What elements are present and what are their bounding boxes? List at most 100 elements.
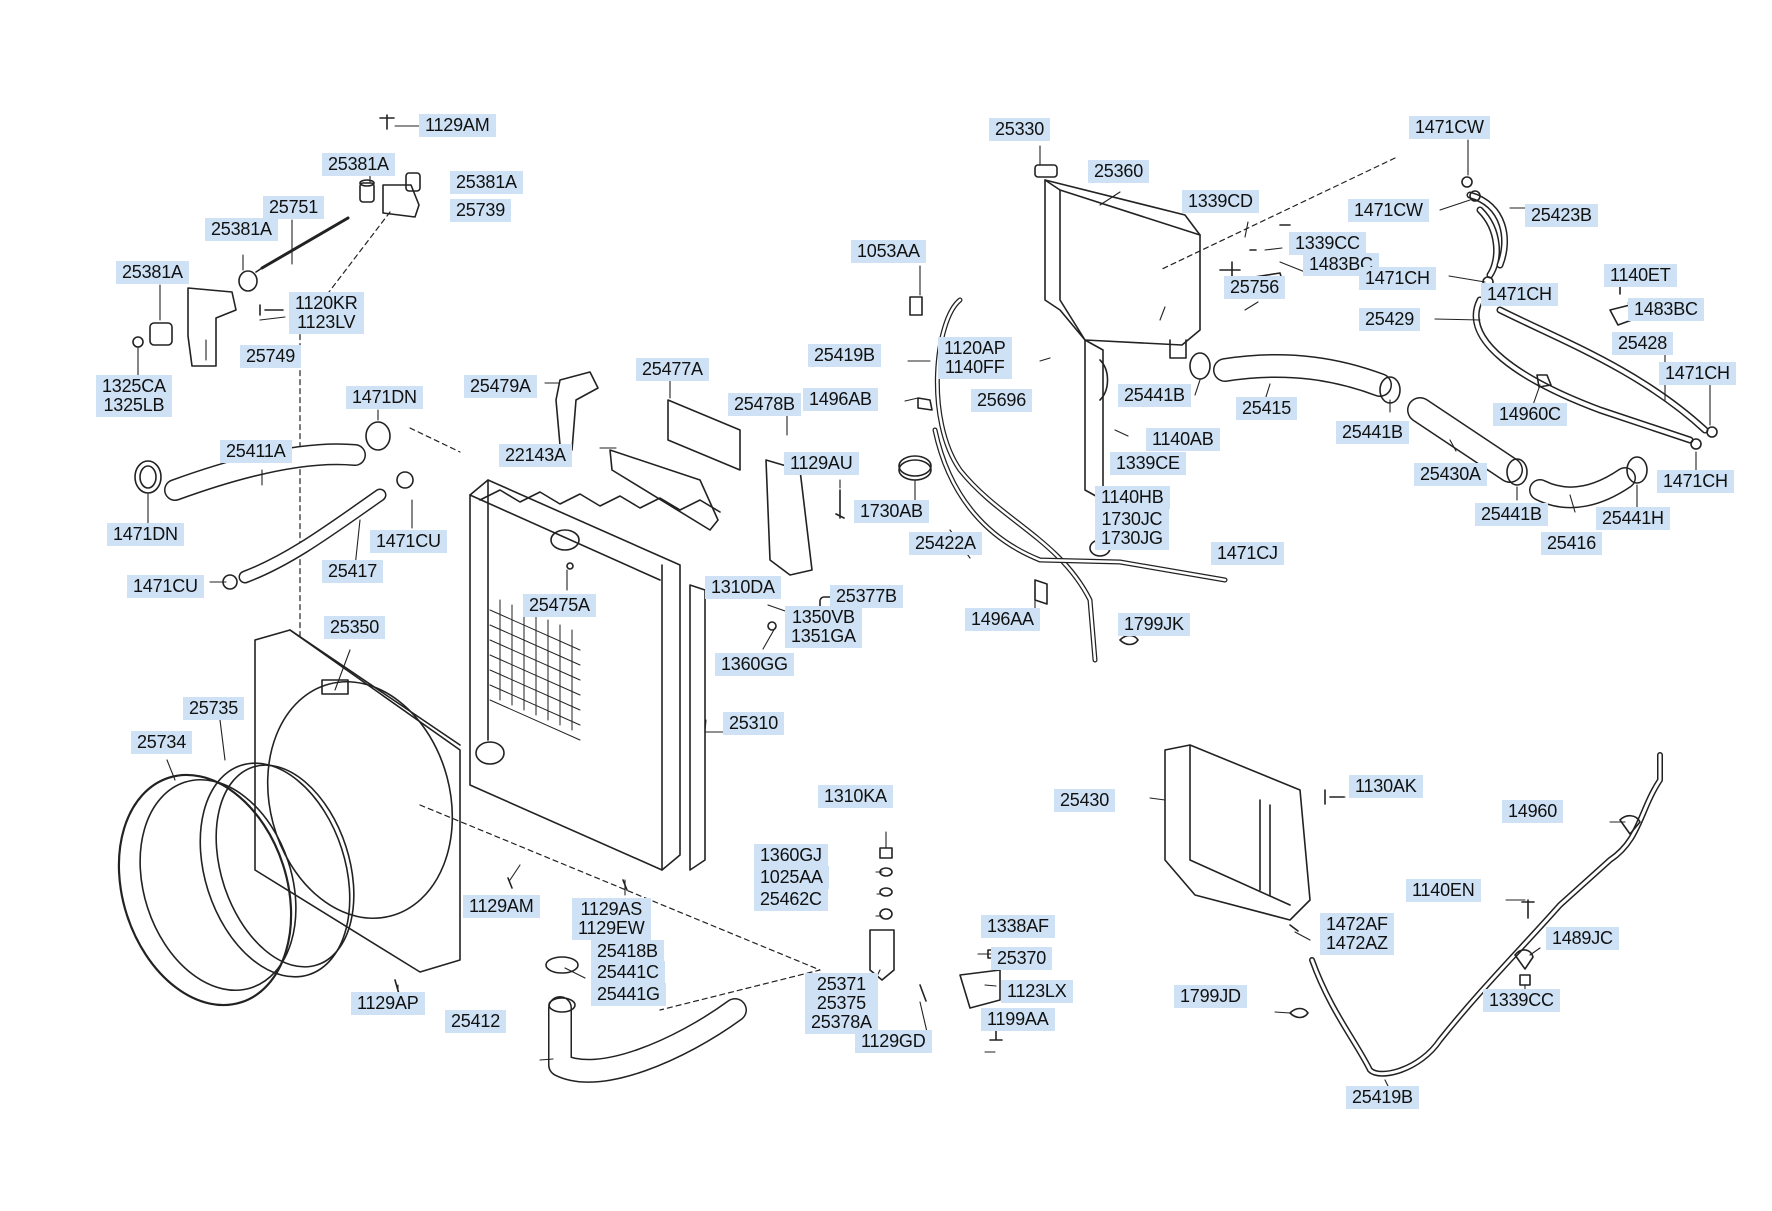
callout-25417[interactable]: 25417 [322, 560, 384, 583]
callout-25441h[interactable]: 25441H [1596, 507, 1670, 530]
callout-1140ab[interactable]: 1140AB [1146, 428, 1220, 451]
callout-1471ch[interactable]: 1471CH [1481, 283, 1558, 306]
callout-1471ch[interactable]: 1471CH [1659, 362, 1736, 385]
callout-25377b[interactable]: 25377B [830, 585, 903, 608]
callout-1140et[interactable]: 1140ET [1604, 264, 1677, 287]
callout-1471cu[interactable]: 1471CU [370, 530, 447, 553]
callout-25371-25375-25378a[interactable]: 25371 25375 25378A [805, 973, 878, 1034]
callout-1489jc[interactable]: 1489JC [1546, 927, 1619, 950]
callout-1310da[interactable]: 1310DA [705, 576, 781, 599]
callout-25477a[interactable]: 25477A [636, 358, 709, 381]
callout-1338af[interactable]: 1338AF [981, 915, 1055, 938]
callout-1360gg[interactable]: 1360GG [715, 653, 794, 676]
callout-25381a[interactable]: 25381A [322, 153, 395, 176]
callout-1471cu[interactable]: 1471CU [127, 575, 204, 598]
callout-25310[interactable]: 25310 [723, 712, 785, 735]
callout-14960[interactable]: 14960 [1502, 800, 1564, 823]
callout-1339cc[interactable]: 1339CC [1483, 989, 1560, 1012]
callout-25430[interactable]: 25430 [1054, 789, 1116, 812]
callout-25429[interactable]: 25429 [1359, 308, 1421, 331]
callout-25441c[interactable]: 25441C [591, 961, 665, 984]
callout-25441b[interactable]: 25441B [1118, 384, 1191, 407]
callout-1140hb[interactable]: 1140HB [1095, 486, 1170, 509]
callout-25412[interactable]: 25412 [445, 1010, 507, 1033]
lower-reservoir [1164, 744, 1345, 932]
callout-25415[interactable]: 25415 [1236, 397, 1298, 420]
callout-25428[interactable]: 25428 [1612, 332, 1674, 355]
callout-25418b[interactable]: 25418B [591, 940, 664, 963]
callout-25419b[interactable]: 25419B [808, 344, 881, 367]
callout-25696[interactable]: 25696 [971, 389, 1033, 412]
callout-1130ak[interactable]: 1130AK [1349, 775, 1423, 798]
callout-1310ka[interactable]: 1310KA [818, 785, 893, 808]
callout-1471cw[interactable]: 1471CW [1409, 116, 1490, 139]
callout-1053aa[interactable]: 1053AA [851, 240, 926, 263]
callout-1496aa[interactable]: 1496AA [965, 608, 1040, 631]
callout-25430a[interactable]: 25430A [1414, 463, 1487, 486]
callout-1350vb-1351ga[interactable]: 1350VB 1351GA [785, 606, 862, 648]
callout-1471ch[interactable]: 1471CH [1359, 267, 1436, 290]
callout-25423b[interactable]: 25423B [1525, 204, 1598, 227]
callout-1129am[interactable]: 1129AM [463, 895, 540, 918]
callout-25734[interactable]: 25734 [131, 731, 193, 754]
callout-25478b[interactable]: 25478B [728, 393, 801, 416]
callout-1339ce[interactable]: 1339CE [1110, 452, 1186, 475]
callout-25370[interactable]: 25370 [991, 947, 1053, 970]
callout-1129as-1129ew[interactable]: 1129AS 1129EW [572, 898, 651, 940]
callout-25441b[interactable]: 25441B [1475, 503, 1548, 526]
callout-25475a[interactable]: 25475A [523, 594, 596, 617]
callout-25381a[interactable]: 25381A [450, 171, 523, 194]
callout-1730jc-1730jg[interactable]: 1730JC 1730JG [1095, 508, 1169, 550]
callout-1472af-1472az[interactable]: 1472AF 1472AZ [1320, 913, 1394, 955]
callout-25381a[interactable]: 25381A [116, 261, 189, 284]
callout-25751[interactable]: 25751 [263, 196, 325, 219]
callout-25330[interactable]: 25330 [989, 118, 1051, 141]
callout-1483bc[interactable]: 1483BC [1628, 298, 1704, 321]
callout-1129gd[interactable]: 1129GD [855, 1030, 932, 1053]
callout-25479a[interactable]: 25479A [464, 375, 537, 398]
callout-1129au[interactable]: 1129AU [784, 452, 859, 475]
bracket-group-top-left [132, 114, 421, 367]
callout-25381a[interactable]: 25381A [205, 218, 278, 241]
callout-1483bc[interactable]: 1483BC [1303, 253, 1379, 276]
callout-25360[interactable]: 25360 [1088, 160, 1150, 183]
callout-25735[interactable]: 25735 [183, 697, 245, 720]
callout-25350[interactable]: 25350 [324, 616, 386, 639]
callout-1471cj[interactable]: 1471CJ [1211, 542, 1284, 565]
callout-14960c[interactable]: 14960C [1493, 403, 1567, 426]
callout-25419b[interactable]: 25419B [1346, 1086, 1419, 1109]
upper-hoses-right [1189, 176, 1718, 509]
callout-1199aa[interactable]: 1199AA [981, 1008, 1055, 1031]
callout-1471dn[interactable]: 1471DN [346, 386, 423, 409]
center-hardware [869, 847, 1003, 1041]
callout-1339cd[interactable]: 1339CD [1182, 190, 1259, 213]
callout-1730ab[interactable]: 1730AB [854, 500, 929, 523]
callout-22143a[interactable]: 22143A [499, 444, 572, 467]
callout-25756[interactable]: 25756 [1224, 276, 1286, 299]
callout-1799jd[interactable]: 1799JD [1174, 985, 1247, 1008]
callout-25441b[interactable]: 25441B [1336, 421, 1409, 444]
callout-25462c[interactable]: 25462C [754, 888, 828, 911]
callout-1325ca-1325lb[interactable]: 1325CA 1325LB [96, 375, 172, 417]
callout-1471cw[interactable]: 1471CW [1348, 199, 1429, 222]
callout-25411a[interactable]: 25411A [220, 440, 292, 463]
callout-1120kr-1123lv[interactable]: 1120KR 1123LV [289, 292, 364, 334]
callout-1129ap[interactable]: 1129AP [351, 992, 425, 1015]
callout-1799jk[interactable]: 1799JK [1118, 613, 1190, 636]
callout-1120ap-1140ff[interactable]: 1120AP 1140FF [938, 337, 1012, 379]
callout-25749[interactable]: 25749 [240, 345, 302, 368]
callout-25441g[interactable]: 25441G [591, 983, 666, 1006]
callout-1140en[interactable]: 1140EN [1406, 879, 1481, 902]
callout-25416[interactable]: 25416 [1541, 532, 1603, 555]
callout-1025aa[interactable]: 1025AA [754, 866, 829, 889]
callout-1471ch[interactable]: 1471CH [1657, 470, 1734, 493]
callout-25422a[interactable]: 25422A [909, 532, 982, 555]
callout-1129am[interactable]: 1129AM [419, 114, 496, 137]
callout-1339cc[interactable]: 1339CC [1289, 232, 1366, 255]
callout-25739[interactable]: 25739 [450, 199, 512, 222]
callout-1123lx[interactable]: 1123LX [1001, 980, 1073, 1003]
callout-1471dn[interactable]: 1471DN [107, 523, 184, 546]
callout-1360gj[interactable]: 1360GJ [754, 844, 828, 867]
callout-1496ab[interactable]: 1496AB [803, 388, 878, 411]
